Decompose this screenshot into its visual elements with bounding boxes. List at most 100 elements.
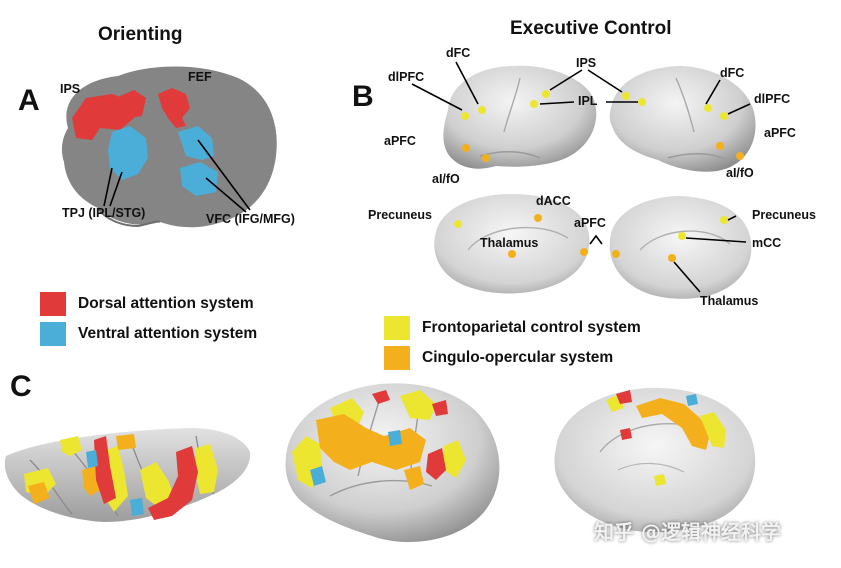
- lateral-3d-brain: [285, 383, 500, 542]
- legend-ventral: Ventral attention system: [78, 325, 258, 342]
- central-sulcus-r: [675, 77, 695, 133]
- node-precuneus-l: [454, 220, 462, 228]
- lat3d-da-1: [372, 390, 390, 404]
- flat-co-3: [82, 466, 100, 496]
- node-ips-l: [542, 90, 550, 98]
- label-ips-a: IPS: [60, 82, 81, 96]
- tpj-pointer-2: [109, 171, 123, 207]
- node-apfc-m-l: [580, 248, 588, 256]
- node-aifo-l: [482, 154, 490, 162]
- flat-co-1: [28, 482, 50, 504]
- callosum-edge: [617, 462, 685, 473]
- flat-brain: [4, 428, 251, 522]
- legend-swatch-frontoparietal: [384, 316, 410, 340]
- flat-va-1: [86, 450, 98, 468]
- label-dlpfc-l: dlPFC: [388, 70, 425, 84]
- orienting-brain: [61, 66, 277, 228]
- med3d-da-2: [620, 428, 632, 440]
- exec-left-medial: [434, 194, 590, 294]
- node-ips-r: [622, 92, 630, 100]
- node-ipl-r: [638, 98, 646, 106]
- flat-da-2: [148, 446, 198, 520]
- panel-label-b: B: [352, 80, 374, 113]
- label-precuneus-r: Precuneus: [752, 208, 816, 222]
- vfc-region-upper: [178, 126, 214, 160]
- exec-right-lateral: [609, 66, 756, 172]
- flat-va-2: [130, 498, 144, 516]
- node-precuneus-r: [720, 216, 728, 224]
- flat-da-1: [94, 436, 116, 504]
- node-dacc-l: [534, 214, 542, 222]
- node-dfc-r: [704, 104, 712, 112]
- lat3d-da-2: [426, 448, 446, 480]
- medial-3d-brain: [554, 387, 756, 533]
- label-dacc: dACC: [536, 194, 571, 208]
- label-dfc-l: dFC: [446, 46, 471, 60]
- ips-region: [72, 94, 134, 140]
- executive-title: Executive Control: [510, 18, 672, 39]
- node-apfc-m-r: [612, 250, 620, 258]
- ptr-dfc-l: [455, 61, 479, 105]
- watermark: 知乎 @逻辑神经科学: [594, 520, 781, 544]
- cingulate-sulcus-l: [467, 226, 569, 251]
- legend-swatch-cingulo: [384, 346, 410, 370]
- ptr-ips-r: [587, 69, 623, 93]
- panel-label-a: A: [18, 84, 40, 117]
- node-mcc-r: [678, 232, 686, 240]
- sylvian-fissure-r: [667, 153, 729, 161]
- central-sulcus-l: [503, 77, 521, 133]
- ptr-ips-l: [549, 69, 583, 91]
- node-apfc-r: [716, 142, 724, 150]
- node-aifo-r: [736, 152, 744, 160]
- med3d-va-1: [686, 394, 698, 406]
- exec-pointers: [411, 61, 751, 293]
- left-medial-hemisphere: [434, 194, 590, 294]
- cingulate-sulcus-r: [639, 230, 731, 251]
- med3d-fp-1: [700, 412, 726, 448]
- right-medial-hemisphere: [609, 196, 752, 299]
- label-tpj: TPJ (IPL/STG): [62, 206, 146, 220]
- label-mcc: mCC: [752, 236, 782, 250]
- lat3d-fp-4: [444, 440, 466, 478]
- legend-dorsal: Dorsal attention system: [78, 295, 254, 312]
- ptr-dfc-r: [705, 79, 721, 105]
- label-dfc-r: dFC: [720, 66, 745, 80]
- label-vfc: VFC (IFG/MFG): [206, 212, 295, 226]
- med3d-co-1: [636, 398, 710, 450]
- flat-fp-5: [196, 444, 218, 494]
- node-dlpfc-l: [461, 112, 469, 120]
- ptr-apfc-m: [589, 234, 603, 245]
- label-ips-b: IPS: [576, 56, 597, 70]
- lat3d-va-1: [310, 466, 326, 486]
- label-apfc-m: aPFC: [574, 216, 606, 230]
- ips-region-b: [120, 90, 146, 118]
- exec-nodes: [454, 90, 744, 262]
- label-apfc-l: aPFC: [384, 134, 416, 148]
- node-dlpfc-r: [720, 112, 728, 120]
- vfc-region-lower: [180, 162, 218, 196]
- node-apfc-l: [462, 144, 470, 152]
- label-precuneus-l: Precuneus: [368, 208, 432, 222]
- ptr-dlpfc-r: [727, 103, 751, 115]
- label-thalamus-l: Thalamus: [480, 236, 539, 250]
- vfc-pointer-1: [197, 139, 251, 211]
- node-dfc-l: [478, 106, 486, 114]
- tpj-pointer-1: [103, 167, 113, 207]
- vfc-pointer-2: [205, 177, 247, 213]
- lat3d-da-3: [432, 400, 448, 416]
- med3d-da-1: [616, 390, 632, 404]
- label-dlpfc-r: dlPFC: [754, 92, 791, 106]
- legend-cingulo: Cingulo-opercular system: [422, 349, 614, 366]
- exec-right-medial: [609, 196, 752, 299]
- label-aifo-r: aI/fO: [726, 166, 754, 180]
- lat3d-co-2: [404, 466, 424, 490]
- label-apfc-r: aPFC: [764, 126, 796, 140]
- med3d-fp-3: [654, 474, 666, 486]
- node-thalamus-r: [668, 254, 676, 262]
- ptr-ipl-l: [539, 101, 575, 105]
- flat-co-2: [116, 434, 136, 450]
- left-hemisphere: [443, 65, 597, 169]
- flat-fp-4: [140, 462, 176, 510]
- legend-swatch-dorsal: [40, 292, 66, 316]
